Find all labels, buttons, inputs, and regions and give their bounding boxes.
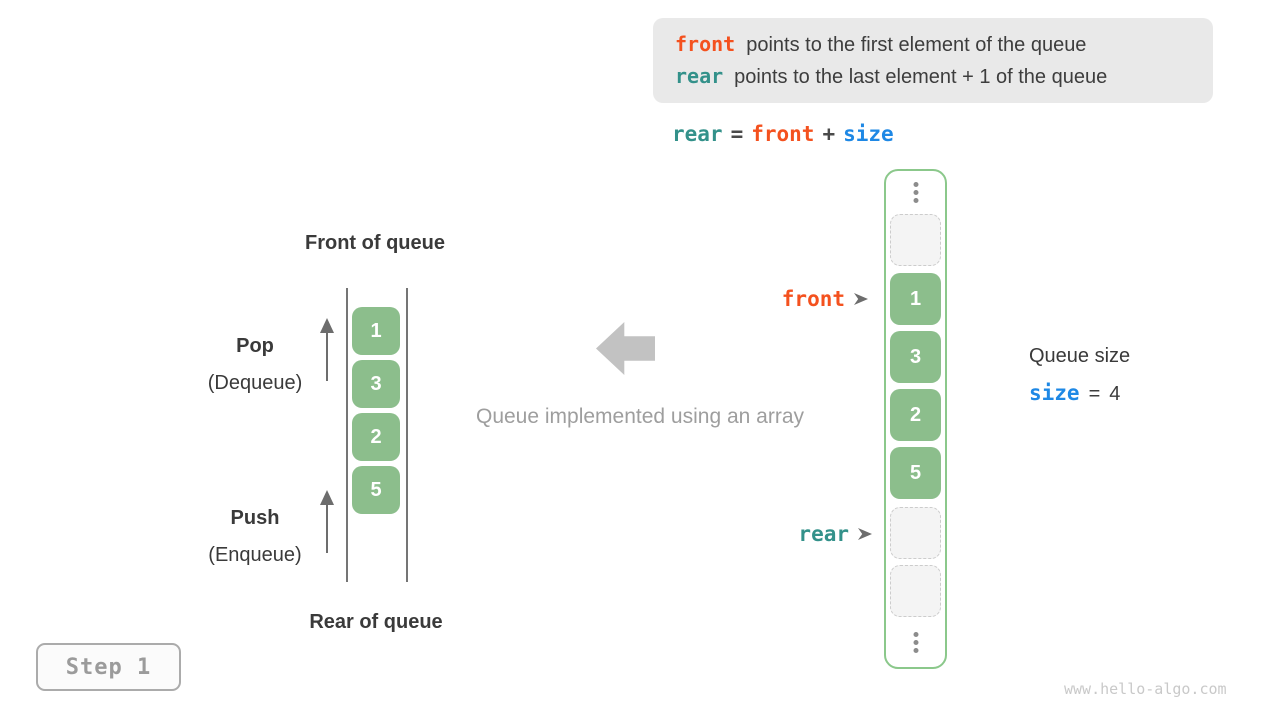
front-code-token: front <box>675 32 736 56</box>
step-badge: Step 1 <box>36 643 181 691</box>
queue-cell: 2 <box>352 413 400 461</box>
formula-plus: + <box>822 122 836 146</box>
front-definition-line: front points to the first element of the… <box>675 32 1213 57</box>
front-definition-text: points to the first element of the queue <box>746 34 1087 56</box>
array-cell: 2 <box>890 389 941 441</box>
size-value: 4 <box>1109 383 1121 405</box>
formula-equals: = <box>730 122 744 146</box>
arrow-head <box>320 318 334 333</box>
array-cell: 5 <box>890 447 941 499</box>
queue-channel-line-left <box>346 288 348 582</box>
left-block-arrow-icon <box>596 322 655 375</box>
formula-front-token: front <box>751 122 815 146</box>
front-of-queue-label: Front of queue <box>305 232 445 254</box>
push-direction-arrow-icon <box>320 490 334 553</box>
front-pointer: front <box>782 287 868 311</box>
queue-size-value-line: size = 4 <box>1029 381 1120 406</box>
rear-pointer-label: rear <box>798 522 849 546</box>
queue-cell: 5 <box>352 466 400 514</box>
front-pointer-label: front <box>781 287 845 311</box>
enqueue-label: (Enqueue) <box>208 544 302 566</box>
arrow-shaft <box>325 333 329 381</box>
arrow-shaft <box>325 505 329 553</box>
rear-definition-line: rear points to the last element + 1 of t… <box>675 64 1213 89</box>
queue-size-title: Queue size <box>1029 345 1131 367</box>
rear-definition-text: points to the last element + 1 of the qu… <box>734 66 1108 88</box>
rear-formula: rear = front + size <box>672 122 894 146</box>
array-empty-cell <box>890 507 941 559</box>
array-cell: 3 <box>890 331 941 383</box>
dequeue-label: (Dequeue) <box>207 372 303 394</box>
rear-of-queue-label: Rear of queue <box>309 611 443 633</box>
queue-cell: 3 <box>352 360 400 408</box>
pop-direction-arrow-icon <box>320 318 334 381</box>
pointer-definition-box: front points to the first element of the… <box>653 18 1213 103</box>
arrow-head <box>320 490 334 505</box>
queue-cell: 1 <box>352 307 400 355</box>
watermark-url: www.hello-algo.com <box>1064 680 1227 698</box>
push-label: Push <box>230 507 280 529</box>
array-cell: 1 <box>890 273 941 325</box>
right-arrowhead-icon <box>858 528 872 540</box>
size-code-token: size <box>1029 381 1080 405</box>
formula-size-token: size <box>843 122 894 146</box>
formula-rear-token: rear <box>672 122 723 146</box>
queue-channel-line-right <box>406 288 408 582</box>
rear-pointer: rear <box>798 522 872 546</box>
size-equals: = <box>1088 383 1101 405</box>
array-empty-cell <box>890 565 941 617</box>
pop-label: Pop <box>236 335 274 357</box>
vertical-ellipsis-icon <box>913 632 918 653</box>
rear-code-token: rear <box>675 64 724 88</box>
array-implementation-caption: Queue implemented using an array <box>475 405 805 428</box>
array-container: 1 3 2 5 <box>884 169 947 669</box>
vertical-ellipsis-icon <box>913 182 918 203</box>
right-arrowhead-icon <box>854 293 868 305</box>
array-empty-cell <box>890 214 941 266</box>
